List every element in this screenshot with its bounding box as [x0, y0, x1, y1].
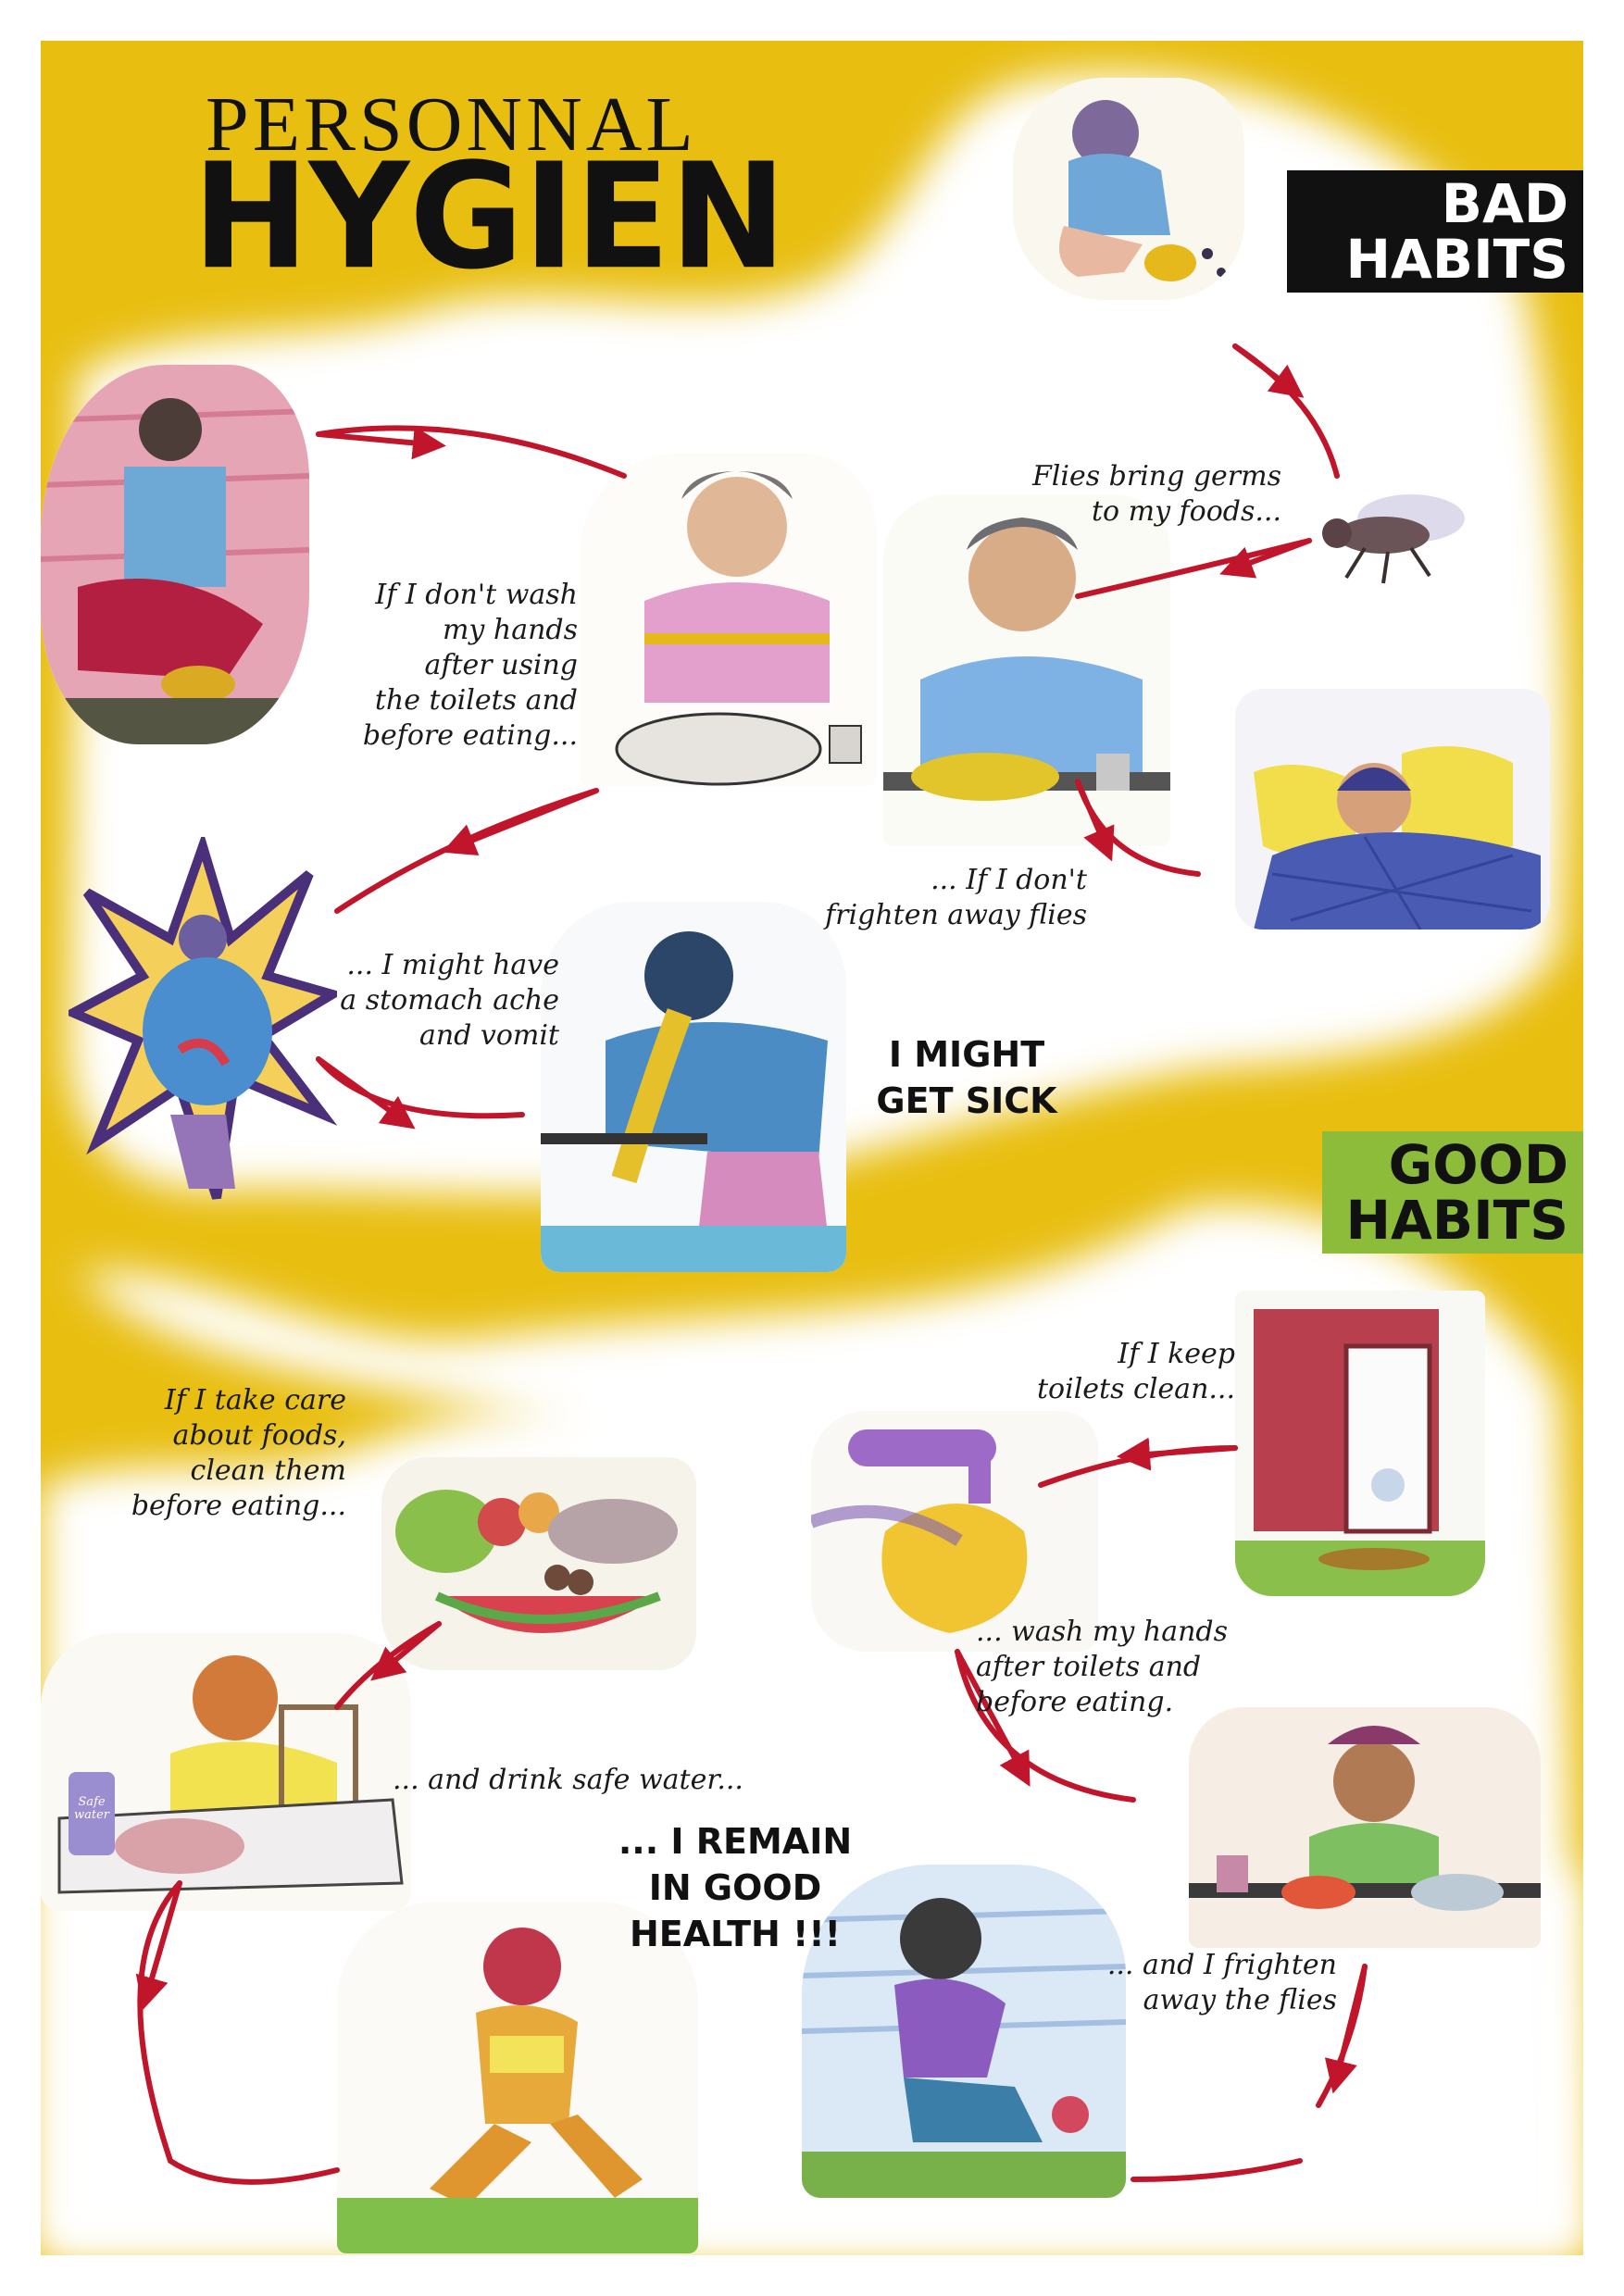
caption-frighten-flies-good: ... and I frighten away the flies	[1106, 1949, 1337, 2016]
caption-keep-toilets: If I keep toilets clean...	[1036, 1338, 1235, 1405]
caption-drink-water: ... and drink safe water...	[393, 1764, 743, 1796]
illustration-eating-with-flies	[883, 494, 1170, 846]
caption-flies-germs: Flies bring germs to my foods...	[1031, 460, 1281, 528]
illustration-child-defecating	[1013, 78, 1244, 300]
illustration-drinking-water: Safe water	[41, 1633, 411, 1911]
caption-take-care-foods: If I take care about foods, clean them b…	[131, 1384, 346, 1522]
caption-frighten-flies-bad: ... If I don't frighten away flies	[825, 864, 1087, 931]
title-line-1: PERSONNAL	[206, 81, 697, 168]
caption-stomach-ache: ... I might have a stomach ache and vomi…	[340, 949, 559, 1052]
illustration-foods	[381, 1457, 696, 1670]
poster: PERSONNAL HYGIEN BAD HABITS GOOD HABITS	[41, 41, 1583, 2255]
illustration-running-child	[337, 1902, 698, 2253]
illustration-hand-in-mouth	[580, 453, 876, 786]
illustration-sick-in-bed	[1235, 689, 1550, 930]
illustration-kneeling-child	[802, 1865, 1126, 2198]
illustration-fly	[1309, 474, 1476, 594]
caption-wash-hands-good: ... wash my hands after toilets and befo…	[976, 1616, 1229, 1718]
good-habits-text: GOOD HABITS	[1345, 1133, 1568, 1252]
illustration-chasing-flies	[1189, 1707, 1541, 1948]
safe-water-bottle-label: Safe water	[73, 1795, 109, 1822]
illustration-stomach-ache	[69, 837, 337, 1207]
illustration-clean-toilet	[1235, 1291, 1485, 1596]
good-habits-label: GOOD HABITS	[1322, 1131, 1583, 1254]
title-line-2: HYGIEN	[193, 132, 787, 303]
caption-might-get-sick: I MIGHT GET SICK	[876, 1034, 1057, 1121]
illustration-vomiting	[541, 902, 846, 1272]
bad-habits-label: BAD HABITS	[1287, 170, 1583, 293]
caption-good-health: ... I REMAIN IN GOOD HEALTH !!!	[618, 1821, 853, 1954]
caption-wash-hands-bad: If I don't wash my hands after using the…	[362, 579, 578, 752]
bad-habits-text: BAD HABITS	[1345, 172, 1568, 291]
illustration-boy-outdoors	[41, 365, 309, 744]
